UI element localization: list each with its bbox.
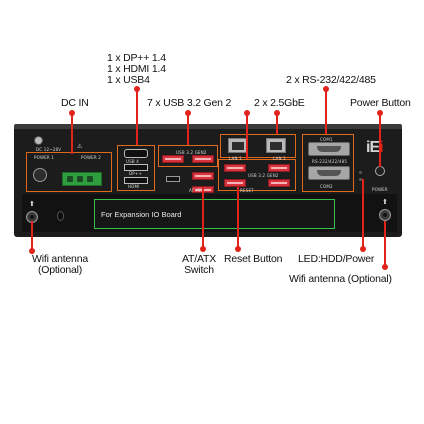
mini-usb-port[interactable] — [166, 176, 180, 182]
callout-line-wifi-right — [384, 221, 386, 267]
callout-dot-usb-right — [244, 110, 250, 116]
usb-port-6[interactable] — [224, 179, 246, 187]
label-serial: 2 x RS-232/422/485 — [286, 74, 376, 86]
brand-logo: iEi — [366, 139, 384, 156]
terminal-pin-3 — [87, 176, 93, 182]
usb-port-1[interactable] — [162, 155, 184, 163]
dc-jack-port[interactable] — [33, 168, 47, 182]
reset-text: RESET — [240, 188, 254, 193]
usb-port-3[interactable] — [192, 172, 214, 180]
usb-mid-text: USB 3.2 GEN2 — [248, 173, 279, 178]
hdmi-text: HDMI — [128, 184, 140, 189]
com1-text: COM1 — [320, 137, 333, 142]
hdd-led — [359, 171, 362, 174]
callout-line-usb-right — [246, 111, 248, 159]
label-wifi-left-line2: (Optional) — [37, 264, 83, 276]
com1-port[interactable] — [308, 142, 350, 156]
label-atx-line1: AT/ATX — [182, 253, 216, 265]
label-lan: 2 x 2.5GbE — [254, 97, 305, 109]
expansion-label: For Expansion IO Board — [101, 210, 182, 219]
power2-text: POWER 2 — [81, 155, 102, 160]
usb-port-2[interactable] — [192, 155, 214, 163]
dc-in-highlight — [26, 152, 112, 192]
wifi-antenna-right[interactable] — [379, 209, 391, 221]
usb-highlight-right — [218, 159, 296, 191]
dc-rating-text: DC 12~28V — [36, 147, 62, 152]
label-usb: 7 x USB 3.2 Gen 2 — [147, 97, 232, 109]
usb-highlight-left — [158, 145, 218, 167]
atx-text: AT ATX — [189, 188, 204, 193]
antenna-arrow-right-icon: ⬆ — [382, 199, 388, 206]
com2-text: COM2 — [320, 184, 333, 189]
mount-hole-left — [57, 211, 64, 221]
usb4-port[interactable] — [124, 149, 148, 158]
callout-line-led — [362, 179, 364, 247]
callout-dot-wifi-right — [382, 264, 388, 270]
label-reset: Reset Button — [224, 253, 283, 265]
dp-port[interactable] — [124, 164, 148, 171]
label-dc-in: DC IN — [61, 97, 89, 109]
callout-dot-wifi-left — [29, 248, 35, 254]
usb-port-4[interactable] — [224, 164, 246, 172]
usb4-text: USB 4 — [126, 159, 140, 164]
label-power-button: Power Button — [350, 97, 411, 109]
callout-dot-usb-left — [185, 110, 191, 116]
power-tag-text: POWER — [372, 187, 388, 192]
label-dp: 1 x DP++ 1.4 — [107, 52, 166, 64]
hdmi-port[interactable] — [124, 177, 148, 184]
callout-line-serial — [325, 87, 327, 134]
callout-line-reset — [237, 187, 239, 247]
lan2-text: LAN 2 — [273, 156, 286, 161]
warning-icon: ⚠ — [77, 144, 83, 150]
power-button[interactable] — [375, 166, 385, 176]
terminal-block-port[interactable] — [62, 172, 102, 186]
display-ports-highlight — [117, 145, 155, 191]
serial-highlight — [302, 134, 354, 192]
power-led — [359, 178, 362, 181]
callout-dot-serial — [323, 86, 329, 92]
callout-dot-lan — [274, 110, 280, 116]
callout-dot-power — [377, 110, 383, 116]
label-led: LED:HDD/Power — [298, 253, 375, 265]
callout-line-power — [379, 111, 381, 167]
antenna-arrow-left-icon: ⬆ — [29, 201, 35, 208]
com2-port[interactable] — [308, 166, 350, 180]
callout-dot-dc-in — [69, 110, 75, 116]
callout-line-lan — [276, 111, 278, 134]
ground-screw-icon — [34, 136, 43, 145]
callout-line-atx — [202, 187, 204, 247]
expansion-io-board: For Expansion IO Board — [94, 199, 335, 229]
usb-port-7[interactable] — [268, 179, 290, 187]
callout-line-usb-left — [187, 111, 189, 145]
usb-port-5[interactable] — [268, 164, 290, 172]
chassis-top-edge — [14, 124, 402, 130]
label-wifi-left: Wifi antenna (Optional) — [24, 254, 96, 276]
callout-line-display — [136, 87, 138, 145]
terminal-pin-1 — [67, 176, 73, 182]
label-wifi-right: Wifi antenna (Optional) — [289, 273, 392, 285]
lan-highlight — [220, 134, 296, 158]
usb-top-text: USB 3.2 GEN2 — [176, 150, 207, 155]
terminal-pin-2 — [77, 176, 83, 182]
label-atx: AT/ATX Switch — [172, 254, 226, 276]
label-usb4: 1 x USB4 — [107, 74, 150, 86]
label-atx-line2: Switch — [184, 264, 214, 276]
callout-dot-reset — [235, 246, 241, 252]
dp-text: DP++ — [129, 171, 142, 176]
callout-line-wifi-left — [31, 221, 33, 254]
callout-line-dc-in — [71, 111, 73, 154]
rs-label-text: RS-232/422/485 — [312, 159, 348, 164]
lan-port-2[interactable] — [266, 138, 286, 153]
lan-port-1[interactable] — [228, 138, 248, 153]
lan1-text: LAN 1 — [229, 156, 242, 161]
callout-dot-atx — [200, 246, 206, 252]
label-hdmi: 1 x HDMI 1.4 — [107, 63, 166, 75]
power1-text: POWER 1 — [34, 155, 55, 160]
callout-dot-display — [134, 86, 140, 92]
label-wifi-left-line1: Wifi antenna — [32, 253, 88, 265]
callout-dot-led — [360, 246, 366, 252]
